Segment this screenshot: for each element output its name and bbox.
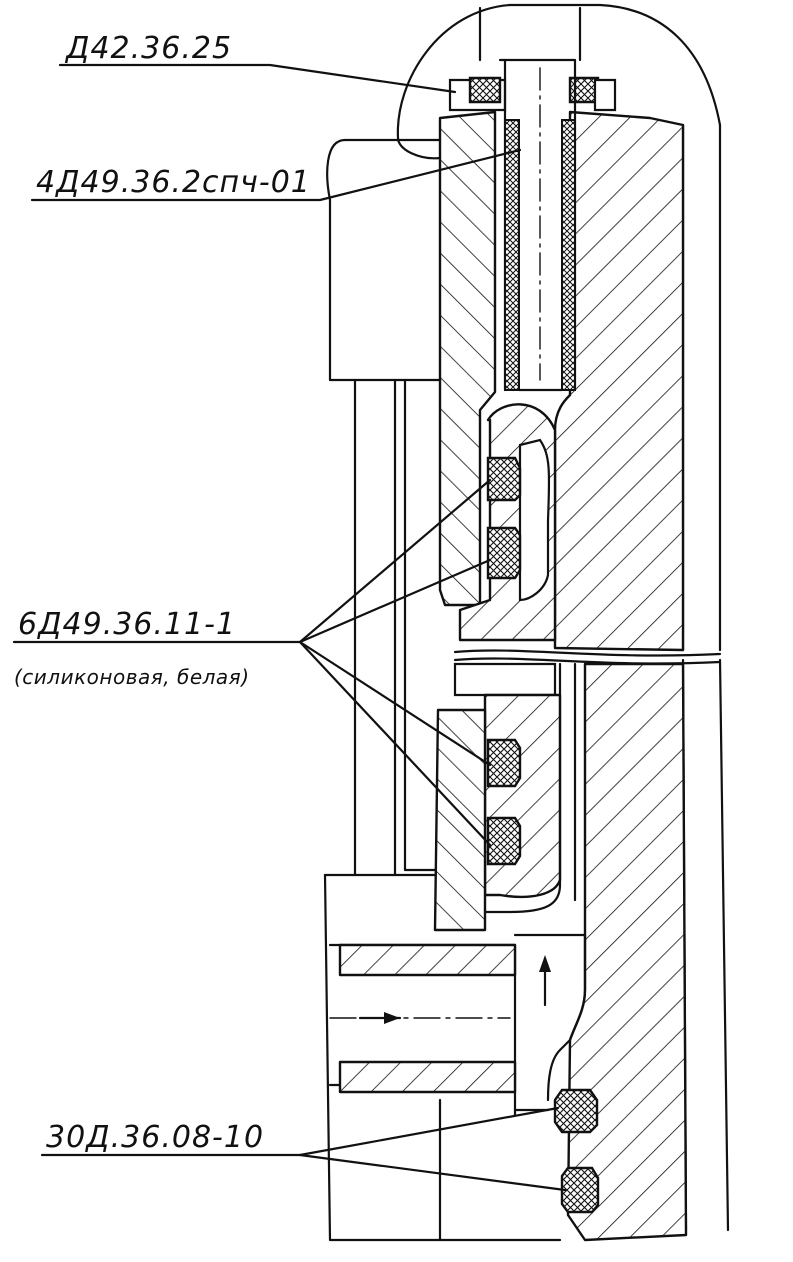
lower-sleeve-section (433, 708, 487, 932)
label-top-part: Д42.36.25 (64, 31, 232, 66)
inlet-channel (328, 933, 587, 1117)
central-pipe-part (498, 58, 577, 392)
upper-seal-channel (518, 438, 551, 602)
label-seal-note: (силиконовая, белая) (14, 665, 250, 689)
main-body-upper-section (553, 110, 685, 652)
label-oring-part: 30Д.36.08-10 (46, 1120, 264, 1155)
o-ring-lower (560, 1166, 600, 1214)
lower-gasket (453, 662, 557, 697)
leader-lines (12, 63, 567, 1192)
housing-outline (323, 3, 730, 1242)
label-pipe-part: 4Д49.36.2спч-01 (36, 165, 311, 200)
lower-seal-ring-2 (486, 816, 522, 866)
o-ring-upper (553, 1088, 599, 1134)
top-seal-left (468, 76, 502, 104)
lower-seal-retainer (483, 693, 562, 899)
upper-seal-ring-1 (486, 456, 522, 502)
top-cap-right (593, 78, 617, 112)
label-seal-part: 6Д49.36.11-1 (18, 607, 236, 642)
sleeve-upper-section (438, 110, 497, 607)
lower-seal-ring-1 (486, 738, 522, 788)
upper-seal-ring-2 (486, 526, 522, 580)
